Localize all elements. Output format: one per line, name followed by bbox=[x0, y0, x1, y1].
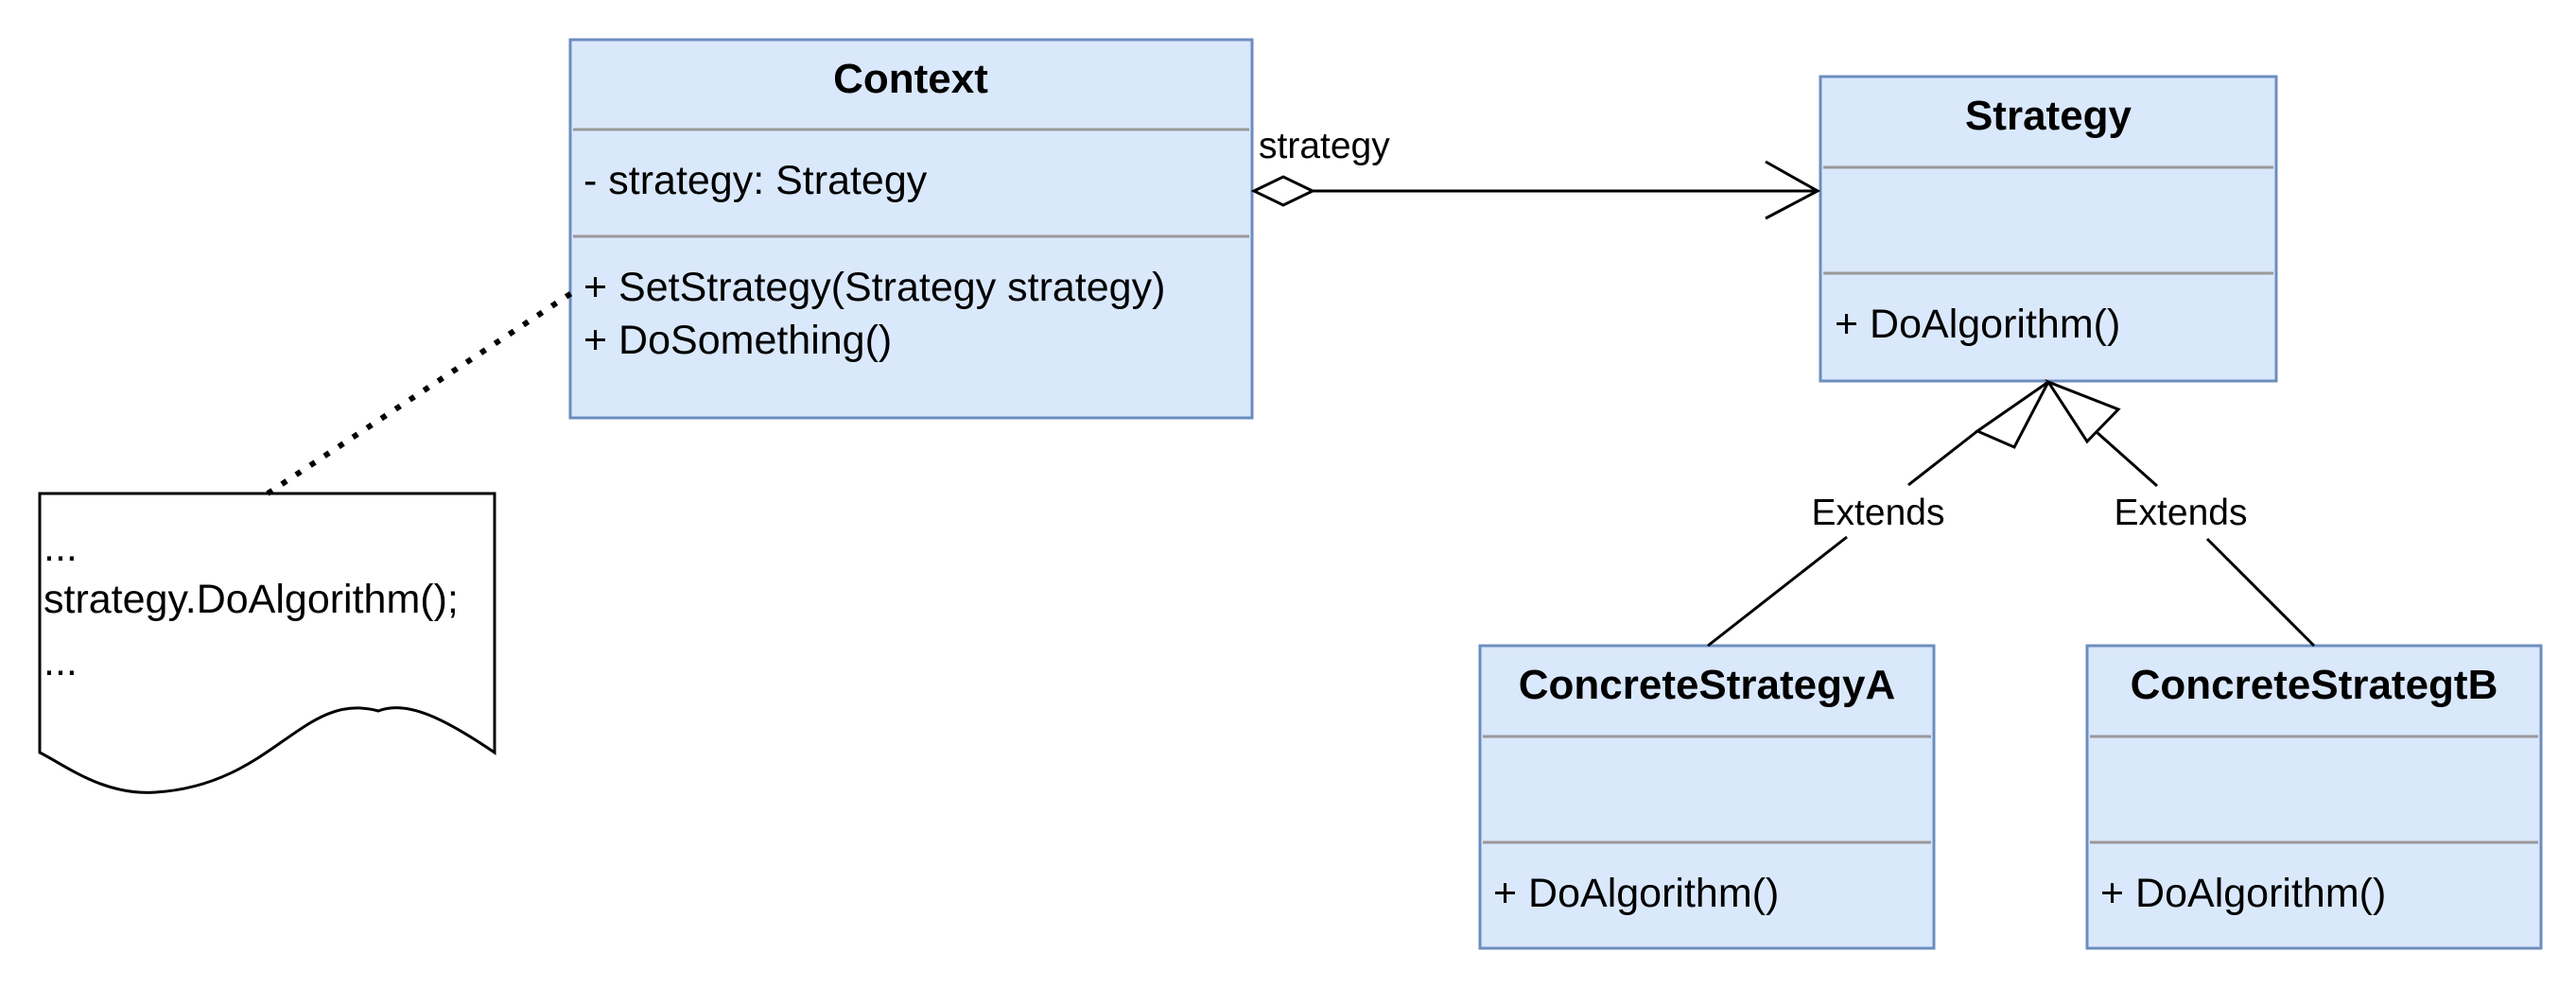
note-connector[interactable] bbox=[266, 286, 581, 496]
class-strategy-name: Strategy bbox=[1965, 93, 2132, 139]
code-note-shape bbox=[38, 492, 496, 794]
aggregation-diamond bbox=[1250, 175, 1316, 207]
aggregation-edge[interactable]: strategy bbox=[1250, 126, 1821, 220]
class-concrete-strategy-a[interactable]: ConcreteStrategyA + DoAlgorithm() bbox=[1478, 644, 1936, 950]
extends-b-triangle bbox=[2045, 378, 2121, 444]
class-strategy[interactable]: Strategy + DoAlgorithm() bbox=[1819, 75, 2278, 383]
aggregation-arrowhead bbox=[1765, 160, 1821, 220]
class-concrete-strategy-a-method: + DoAlgorithm() bbox=[1493, 871, 1779, 916]
extends-a-line-lower bbox=[1707, 535, 1848, 648]
code-note-line-3: ... bbox=[44, 639, 78, 684]
class-concrete-strategy-b[interactable]: ConcreteStrategtB + DoAlgorithm() bbox=[2085, 644, 2543, 950]
class-context-method-dosomething: + DoSomething() bbox=[583, 318, 892, 363]
code-note-line-2: strategy.DoAlgorithm(); bbox=[44, 577, 459, 622]
extends-b-line-upper bbox=[2096, 430, 2158, 488]
class-strategy-box bbox=[1819, 75, 2278, 383]
aggregation-label: strategy bbox=[1259, 126, 1390, 166]
extends-a-triangle bbox=[1974, 380, 2050, 449]
class-concrete-strategy-b-method: + DoAlgorithm() bbox=[2100, 871, 2386, 916]
class-concrete-strategy-a-box bbox=[1478, 644, 1936, 950]
class-concrete-strategy-b-name: ConcreteStrategtB bbox=[2131, 662, 2498, 708]
extends-edge-a[interactable]: Extends bbox=[1707, 380, 2050, 648]
code-note-line-1: ... bbox=[44, 525, 78, 570]
class-strategy-method: + DoAlgorithm() bbox=[1835, 302, 2120, 347]
class-context-box bbox=[568, 38, 1254, 420]
extends-a-label: Extends bbox=[1812, 493, 1945, 533]
class-context[interactable]: Context - strategy: Strategy + SetStrate… bbox=[568, 38, 1254, 420]
extends-b-label: Extends bbox=[2115, 493, 2248, 533]
class-concrete-strategy-a-name: ConcreteStrategyA bbox=[1519, 662, 1896, 708]
class-context-method-setstrategy: + SetStrategy(Strategy strategy) bbox=[583, 265, 1165, 310]
class-context-name: Context bbox=[833, 56, 988, 102]
code-note[interactable]: ... strategy.DoAlgorithm(); ... bbox=[38, 492, 496, 794]
extends-edge-b[interactable]: Extends bbox=[2045, 378, 2316, 648]
extends-a-line-upper bbox=[1907, 429, 1978, 487]
extends-b-line-lower bbox=[2205, 537, 2316, 648]
class-context-attribute: - strategy: Strategy bbox=[583, 158, 928, 203]
